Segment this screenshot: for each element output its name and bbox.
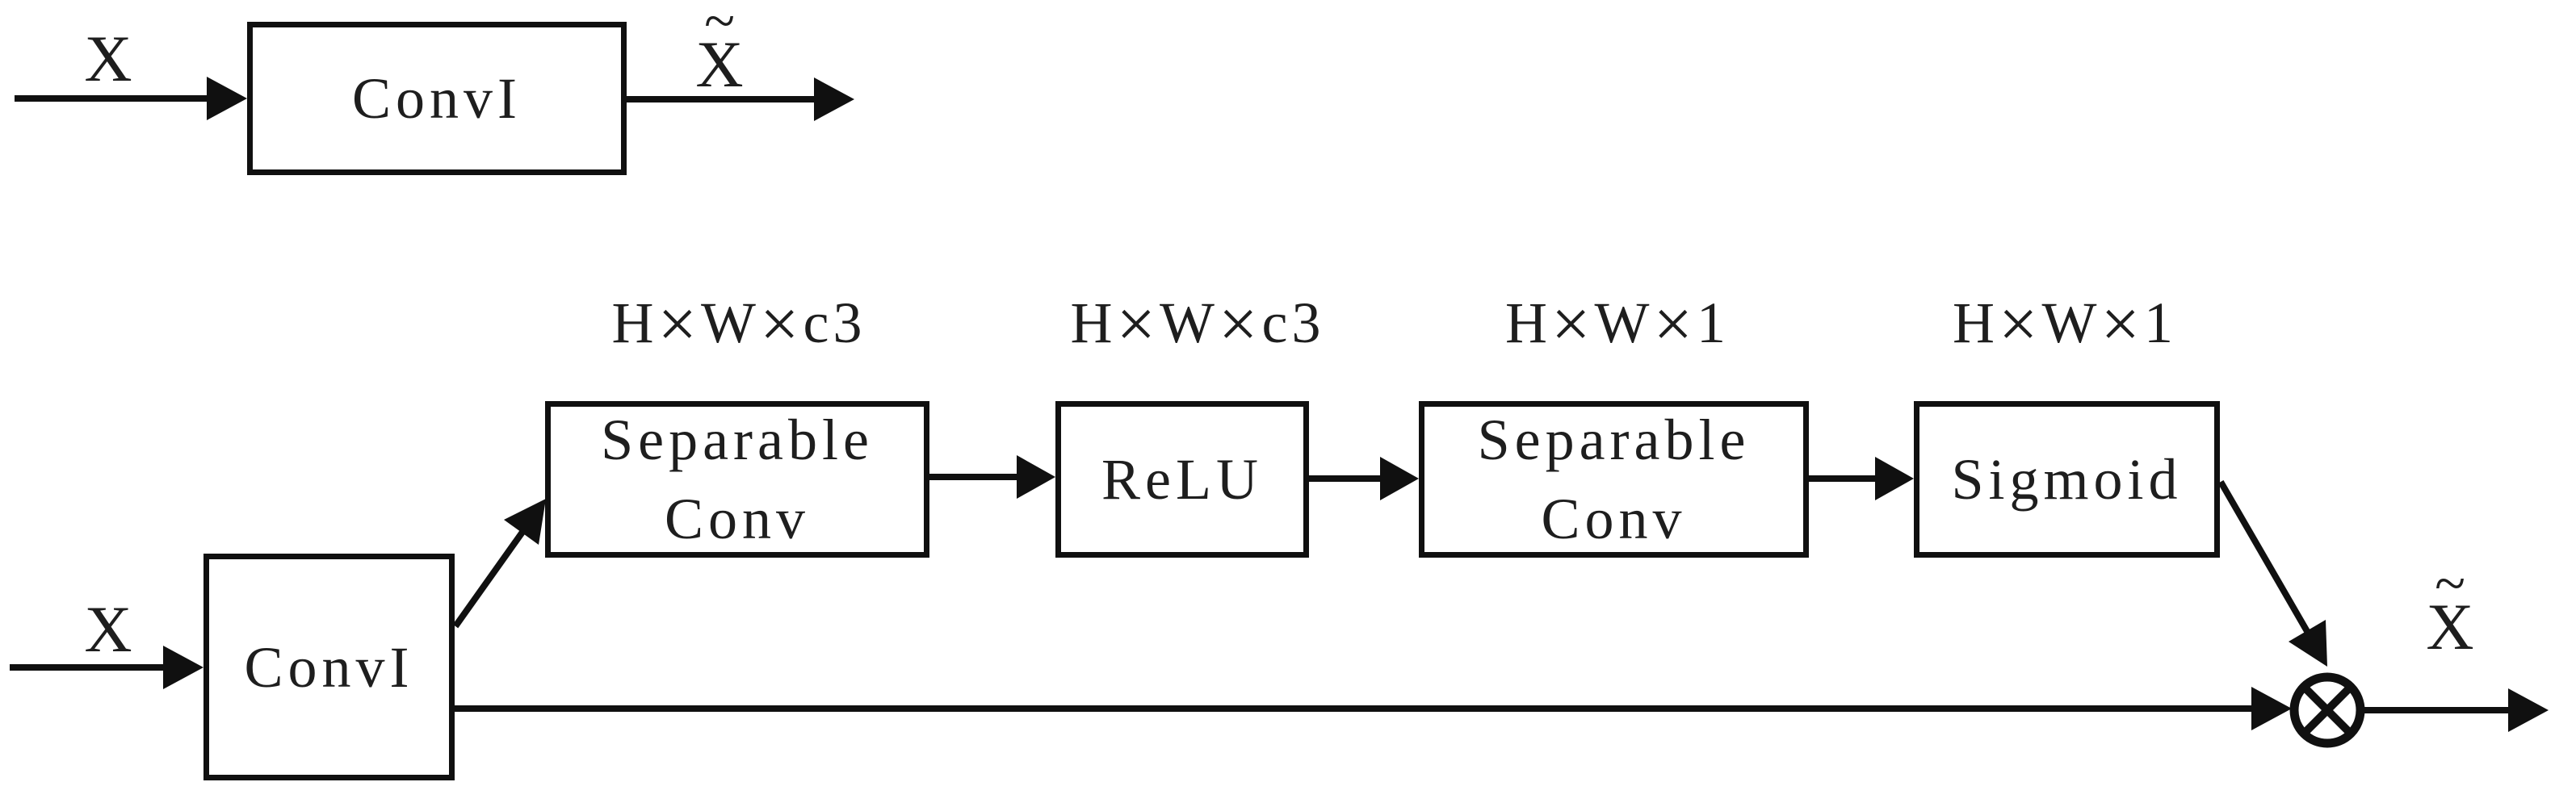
sigmoid-to-multiply-line: [2217, 479, 2311, 635]
relu-to-sepconv2-arrowhead: [1380, 457, 1419, 500]
top-output-x: X: [695, 27, 744, 101]
bottom-output-arrowhead: [2508, 688, 2549, 732]
separable-conv-1-box: Separable Conv: [545, 401, 929, 558]
multiply-node-icon: [2289, 672, 2365, 748]
top-output-label: ~ X: [655, 0, 784, 101]
relu-box: ReLU: [1055, 401, 1309, 558]
top-convi-box: ConvI: [247, 22, 627, 175]
bottom-output-label: ~ X: [2385, 556, 2515, 663]
bottom-convi-box: ConvI: [203, 554, 455, 780]
separable-conv-2-box: Separable Conv: [1419, 401, 1809, 558]
bottom-input-arrowhead: [163, 646, 203, 689]
top-input-arrowhead: [207, 77, 247, 120]
dim-label-sepconv2: H×W×1: [1505, 285, 1730, 362]
bottom-output-x: X: [2426, 590, 2474, 663]
dim-label-sepconv1: H×W×c3: [611, 285, 866, 362]
skip-connection-arrowhead: [2251, 687, 2292, 730]
top-convi-box-label: ConvI: [352, 66, 522, 131]
sepconv2-to-sigmoid-arrowhead: [1875, 457, 1914, 500]
bottom-convi-box-label: ConvI: [244, 634, 414, 700]
top-input-label: X: [84, 22, 132, 95]
sepconv1-to-relu-arrowhead: [1017, 455, 1055, 499]
dim-label-relu: H×W×c3: [1070, 285, 1325, 362]
top-output-arrowhead: [814, 77, 854, 121]
dim-label-sigmoid: H×W×1: [1953, 285, 2177, 362]
bottom-input-label: X: [84, 592, 132, 666]
sigmoid-box: Sigmoid: [1914, 401, 2220, 558]
convi-to-sepconv1-line: [452, 526, 528, 629]
sigmoid-to-multiply-arrowhead: [2289, 620, 2327, 667]
convi-to-sepconv1-arrowhead: [504, 499, 546, 545]
